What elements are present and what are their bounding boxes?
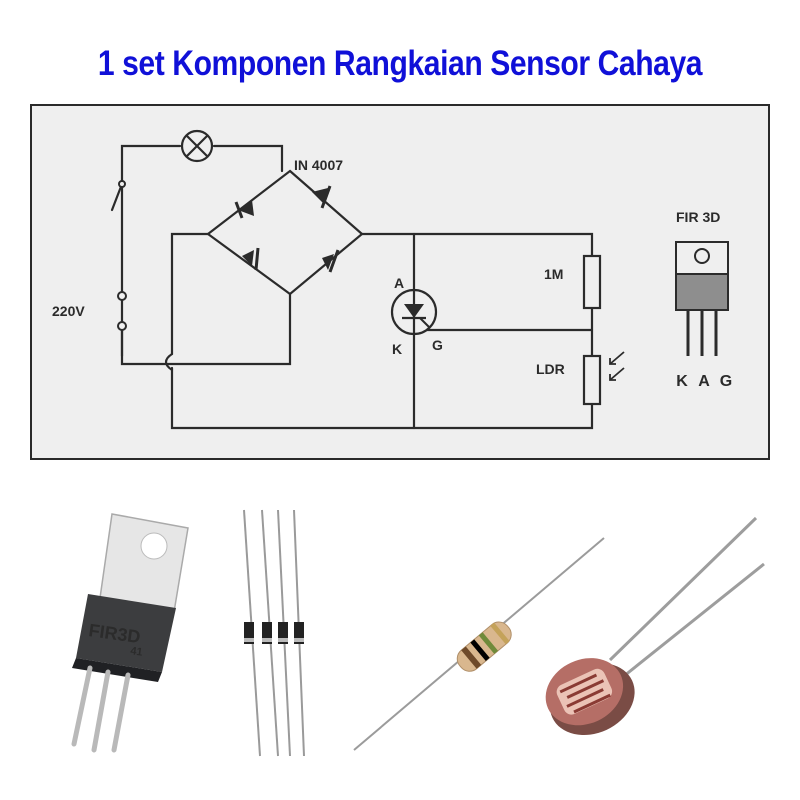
- schematic-drawing: IN 4007 220V 1M LDR A K G FIR 3D K A G: [52, 129, 732, 430]
- wire-left-top: [120, 144, 182, 358]
- anode-label: A: [394, 275, 404, 291]
- resistor-label: 1M: [544, 266, 563, 282]
- switch-contact: [110, 182, 124, 212]
- bridge-rectifier: [206, 169, 364, 296]
- ldr-icon: [582, 354, 602, 406]
- package-icon: [675, 241, 729, 356]
- scr-symbol-icon: [390, 288, 438, 336]
- lamp-icon: [180, 129, 214, 163]
- terminal-icon: [117, 291, 127, 301]
- wire-positive: [360, 232, 594, 258]
- page-title: 1 set Komponen Rangkaian Sensor Cahaya: [97, 44, 703, 83]
- diode-label: IN 4007: [294, 157, 343, 173]
- diode-icons: [234, 185, 340, 273]
- cathode-label: K: [392, 341, 402, 357]
- terminal-icon: [117, 321, 127, 331]
- switch-icon: [118, 180, 126, 188]
- package-pin-k: K: [676, 373, 688, 390]
- wire-lamp-bridge: [212, 144, 284, 173]
- scr-photo: FIR3D 41: [71, 513, 189, 753]
- wire-crossover: [164, 352, 174, 372]
- voltage-label: 220V: [52, 303, 85, 319]
- package-pin-g: G: [720, 373, 732, 390]
- wire-bottom: [170, 366, 594, 430]
- light-arrows-icon: [609, 351, 625, 381]
- package-name: FIR 3D: [676, 209, 720, 225]
- circuit-schematic: IN 4007 220V 1M LDR A K G FIR 3D K A G: [30, 104, 770, 460]
- scr-code: 41: [130, 645, 144, 659]
- gate-label: G: [432, 337, 443, 353]
- ldr-photo: [545, 516, 765, 736]
- resistor-photo: [353, 537, 605, 751]
- ldr-label: LDR: [536, 361, 565, 377]
- resistor-icon: [582, 254, 602, 310]
- diodes-photo: [243, 509, 305, 757]
- package-pin-a: A: [698, 373, 710, 390]
- wire-220v: [120, 292, 292, 366]
- wire-bridge-left: [170, 232, 210, 356]
